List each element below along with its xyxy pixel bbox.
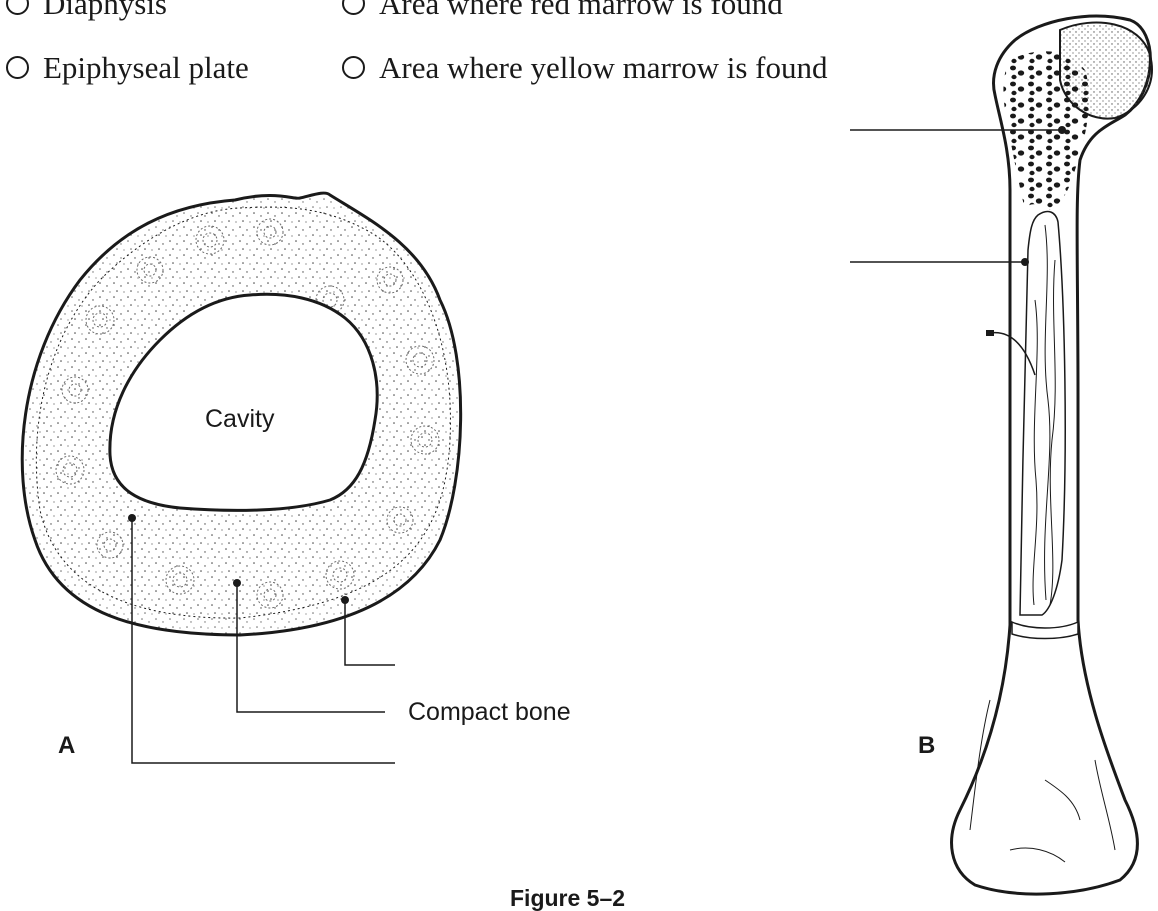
long-bone — [952, 16, 1152, 894]
medullary-cavity-b — [1020, 211, 1065, 615]
figure-a-letter: A — [58, 734, 75, 758]
figure-b-letter: B — [918, 734, 935, 758]
cavity-label: Cavity — [205, 407, 274, 432]
nutrient-artery-tip — [986, 330, 994, 336]
compact-bone-label: Compact bone — [408, 700, 571, 725]
figure-caption: Figure 5–2 — [510, 887, 625, 910]
